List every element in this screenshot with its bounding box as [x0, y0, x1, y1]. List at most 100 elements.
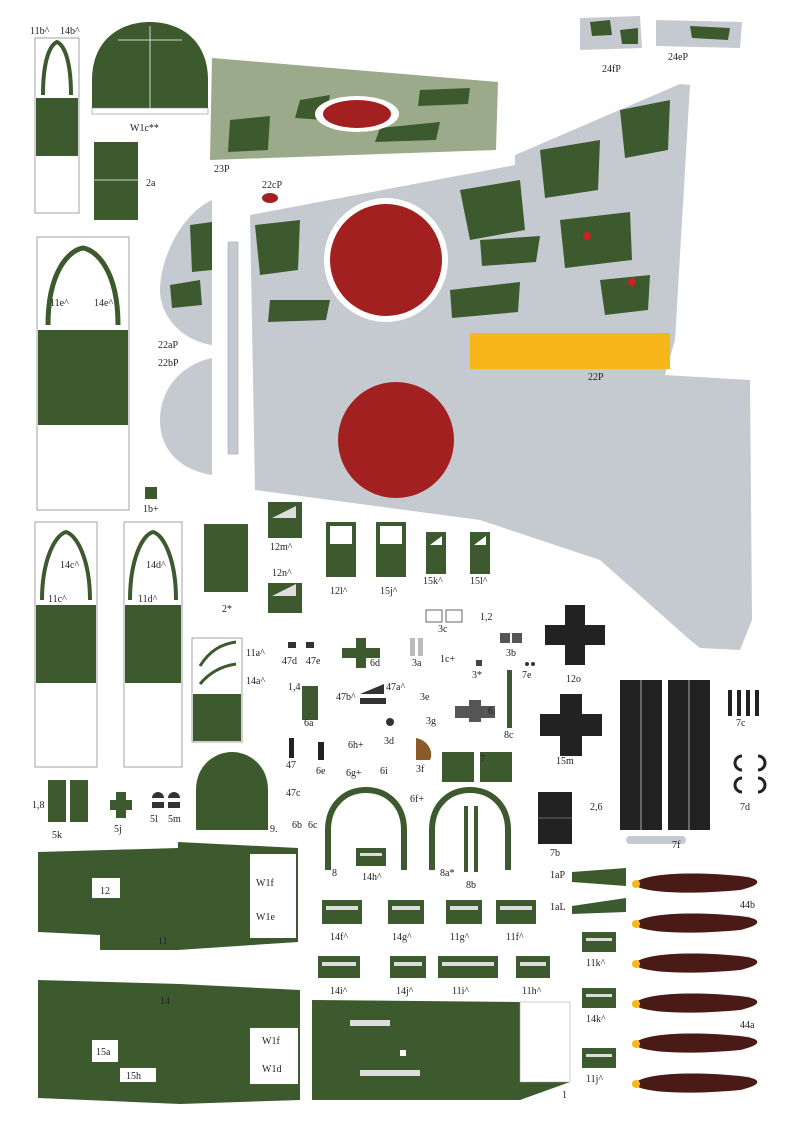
label-11: 11	[158, 936, 168, 947]
label-14g: 14g^	[392, 932, 412, 943]
part-7b[interactable]	[538, 792, 572, 844]
label-47b: 47b^	[336, 692, 356, 703]
label-12l: 12l^	[330, 586, 348, 597]
label-3g: 3g	[426, 716, 436, 727]
part-w1c[interactable]	[91, 22, 209, 115]
label-1b: 1b+	[143, 504, 159, 515]
part-11f[interactable]	[496, 900, 536, 924]
label-3b: 3b	[506, 648, 516, 659]
label-11d: 11d^	[138, 594, 158, 605]
part-14k[interactable]	[582, 988, 616, 1008]
part-14-fuselage[interactable]	[38, 980, 300, 1104]
part-7f[interactable]	[620, 680, 710, 844]
part-14f[interactable]	[322, 900, 362, 924]
label-23p: 23P	[214, 164, 230, 175]
label-22cp: 22cP	[262, 180, 282, 191]
part-7d[interactable]	[733, 754, 767, 794]
part-1b[interactable]	[145, 487, 157, 499]
label-14k: 14k^	[586, 1014, 606, 1025]
part-22ap[interactable]	[160, 200, 212, 345]
part-14i[interactable]	[318, 956, 360, 978]
part-22p-wing[interactable]	[250, 84, 752, 650]
part-11d-14d[interactable]	[123, 521, 183, 768]
part-15j[interactable]	[376, 522, 406, 577]
label-6c: 6c	[308, 820, 318, 831]
part-11-fuselage[interactable]	[38, 842, 298, 950]
part-14h[interactable]	[356, 848, 386, 866]
label-11j: 11j^	[586, 1074, 603, 1085]
label-1al: 1aL	[550, 902, 566, 913]
label-47e: 47e	[306, 656, 321, 667]
label-2s: 2*	[222, 604, 232, 615]
part-8b[interactable]	[464, 806, 478, 872]
label-14i: 14i^	[330, 986, 348, 997]
label-47: 47	[286, 760, 296, 771]
part-5j[interactable]	[110, 792, 132, 818]
label-7e: 7e	[522, 670, 532, 681]
label-w1d: W1d	[262, 1064, 281, 1075]
label-22p: 22P	[588, 372, 604, 383]
part-12m[interactable]	[268, 502, 302, 538]
part-2a[interactable]	[94, 142, 138, 220]
part-11i[interactable]	[438, 956, 498, 978]
label-12m: 12m^	[270, 542, 293, 553]
label-1: 1	[562, 1090, 567, 1101]
part-44a-blades[interactable]	[632, 993, 758, 1093]
label-6f: 6f+	[410, 794, 424, 805]
part-1-fuselage[interactable]	[312, 1000, 571, 1100]
part-7c[interactable]	[728, 690, 759, 716]
label-22bp: 22bP	[158, 358, 179, 369]
part-12l[interactable]	[326, 522, 356, 577]
part-5l-5m[interactable]	[152, 792, 180, 808]
part-11k[interactable]	[582, 932, 616, 952]
part-8a[interactable]	[429, 786, 511, 870]
label-14b: 14b^	[60, 26, 80, 37]
label-9: 9.	[270, 824, 278, 835]
part-15l[interactable]	[470, 532, 490, 574]
label-w1e: W1e	[256, 912, 275, 923]
part-8[interactable]	[325, 786, 407, 870]
part-1al[interactable]	[572, 898, 626, 914]
part-11e-14e[interactable]	[36, 236, 130, 511]
label-5l: 5l	[150, 814, 158, 825]
label-12o: 12o	[566, 674, 581, 685]
part-11h[interactable]	[516, 956, 550, 978]
part-44b-blades[interactable]	[632, 873, 758, 973]
part-11c-14c[interactable]	[34, 521, 98, 768]
label-14c: 14c^	[60, 560, 79, 571]
label-14: 1,4	[288, 682, 301, 693]
part-2s[interactable]	[204, 524, 248, 592]
label-8b: 8b	[466, 880, 476, 891]
part-23p[interactable]	[210, 58, 498, 160]
part-1ap[interactable]	[572, 868, 626, 886]
part-15k[interactable]	[426, 532, 446, 574]
part-22bp[interactable]	[160, 358, 212, 475]
label-5j: 5j	[114, 824, 122, 835]
label-1c: 1c+	[440, 654, 455, 665]
part-24fp[interactable]	[580, 16, 642, 50]
label-2a: 2a	[146, 178, 156, 189]
part-9[interactable]	[196, 752, 268, 830]
label-3c: 3c	[438, 624, 448, 635]
label-11a: 11a^	[246, 648, 265, 659]
label-24ep: 24eP	[668, 52, 688, 63]
part-11j[interactable]	[582, 1048, 616, 1068]
part-11g[interactable]	[446, 900, 482, 924]
label-6i: 6i	[380, 766, 388, 777]
part-11b-14b[interactable]	[34, 37, 80, 214]
label-w1f: W1f	[256, 878, 274, 889]
part-strip[interactable]	[227, 241, 239, 455]
part-24ep[interactable]	[656, 20, 742, 48]
small-parts[interactable]	[288, 605, 605, 782]
label-11g: 11g^	[450, 932, 470, 943]
part-5k[interactable]	[48, 780, 88, 822]
part-12n[interactable]	[268, 583, 302, 613]
label-14j: 14j^	[396, 986, 414, 997]
part-22cp[interactable]	[262, 193, 278, 203]
part-14g[interactable]	[388, 900, 424, 924]
part-11a-14a[interactable]	[191, 637, 243, 743]
part-14j[interactable]	[390, 956, 426, 978]
label-5m: 5m	[168, 814, 181, 825]
label-15l: 15l^	[470, 576, 488, 587]
